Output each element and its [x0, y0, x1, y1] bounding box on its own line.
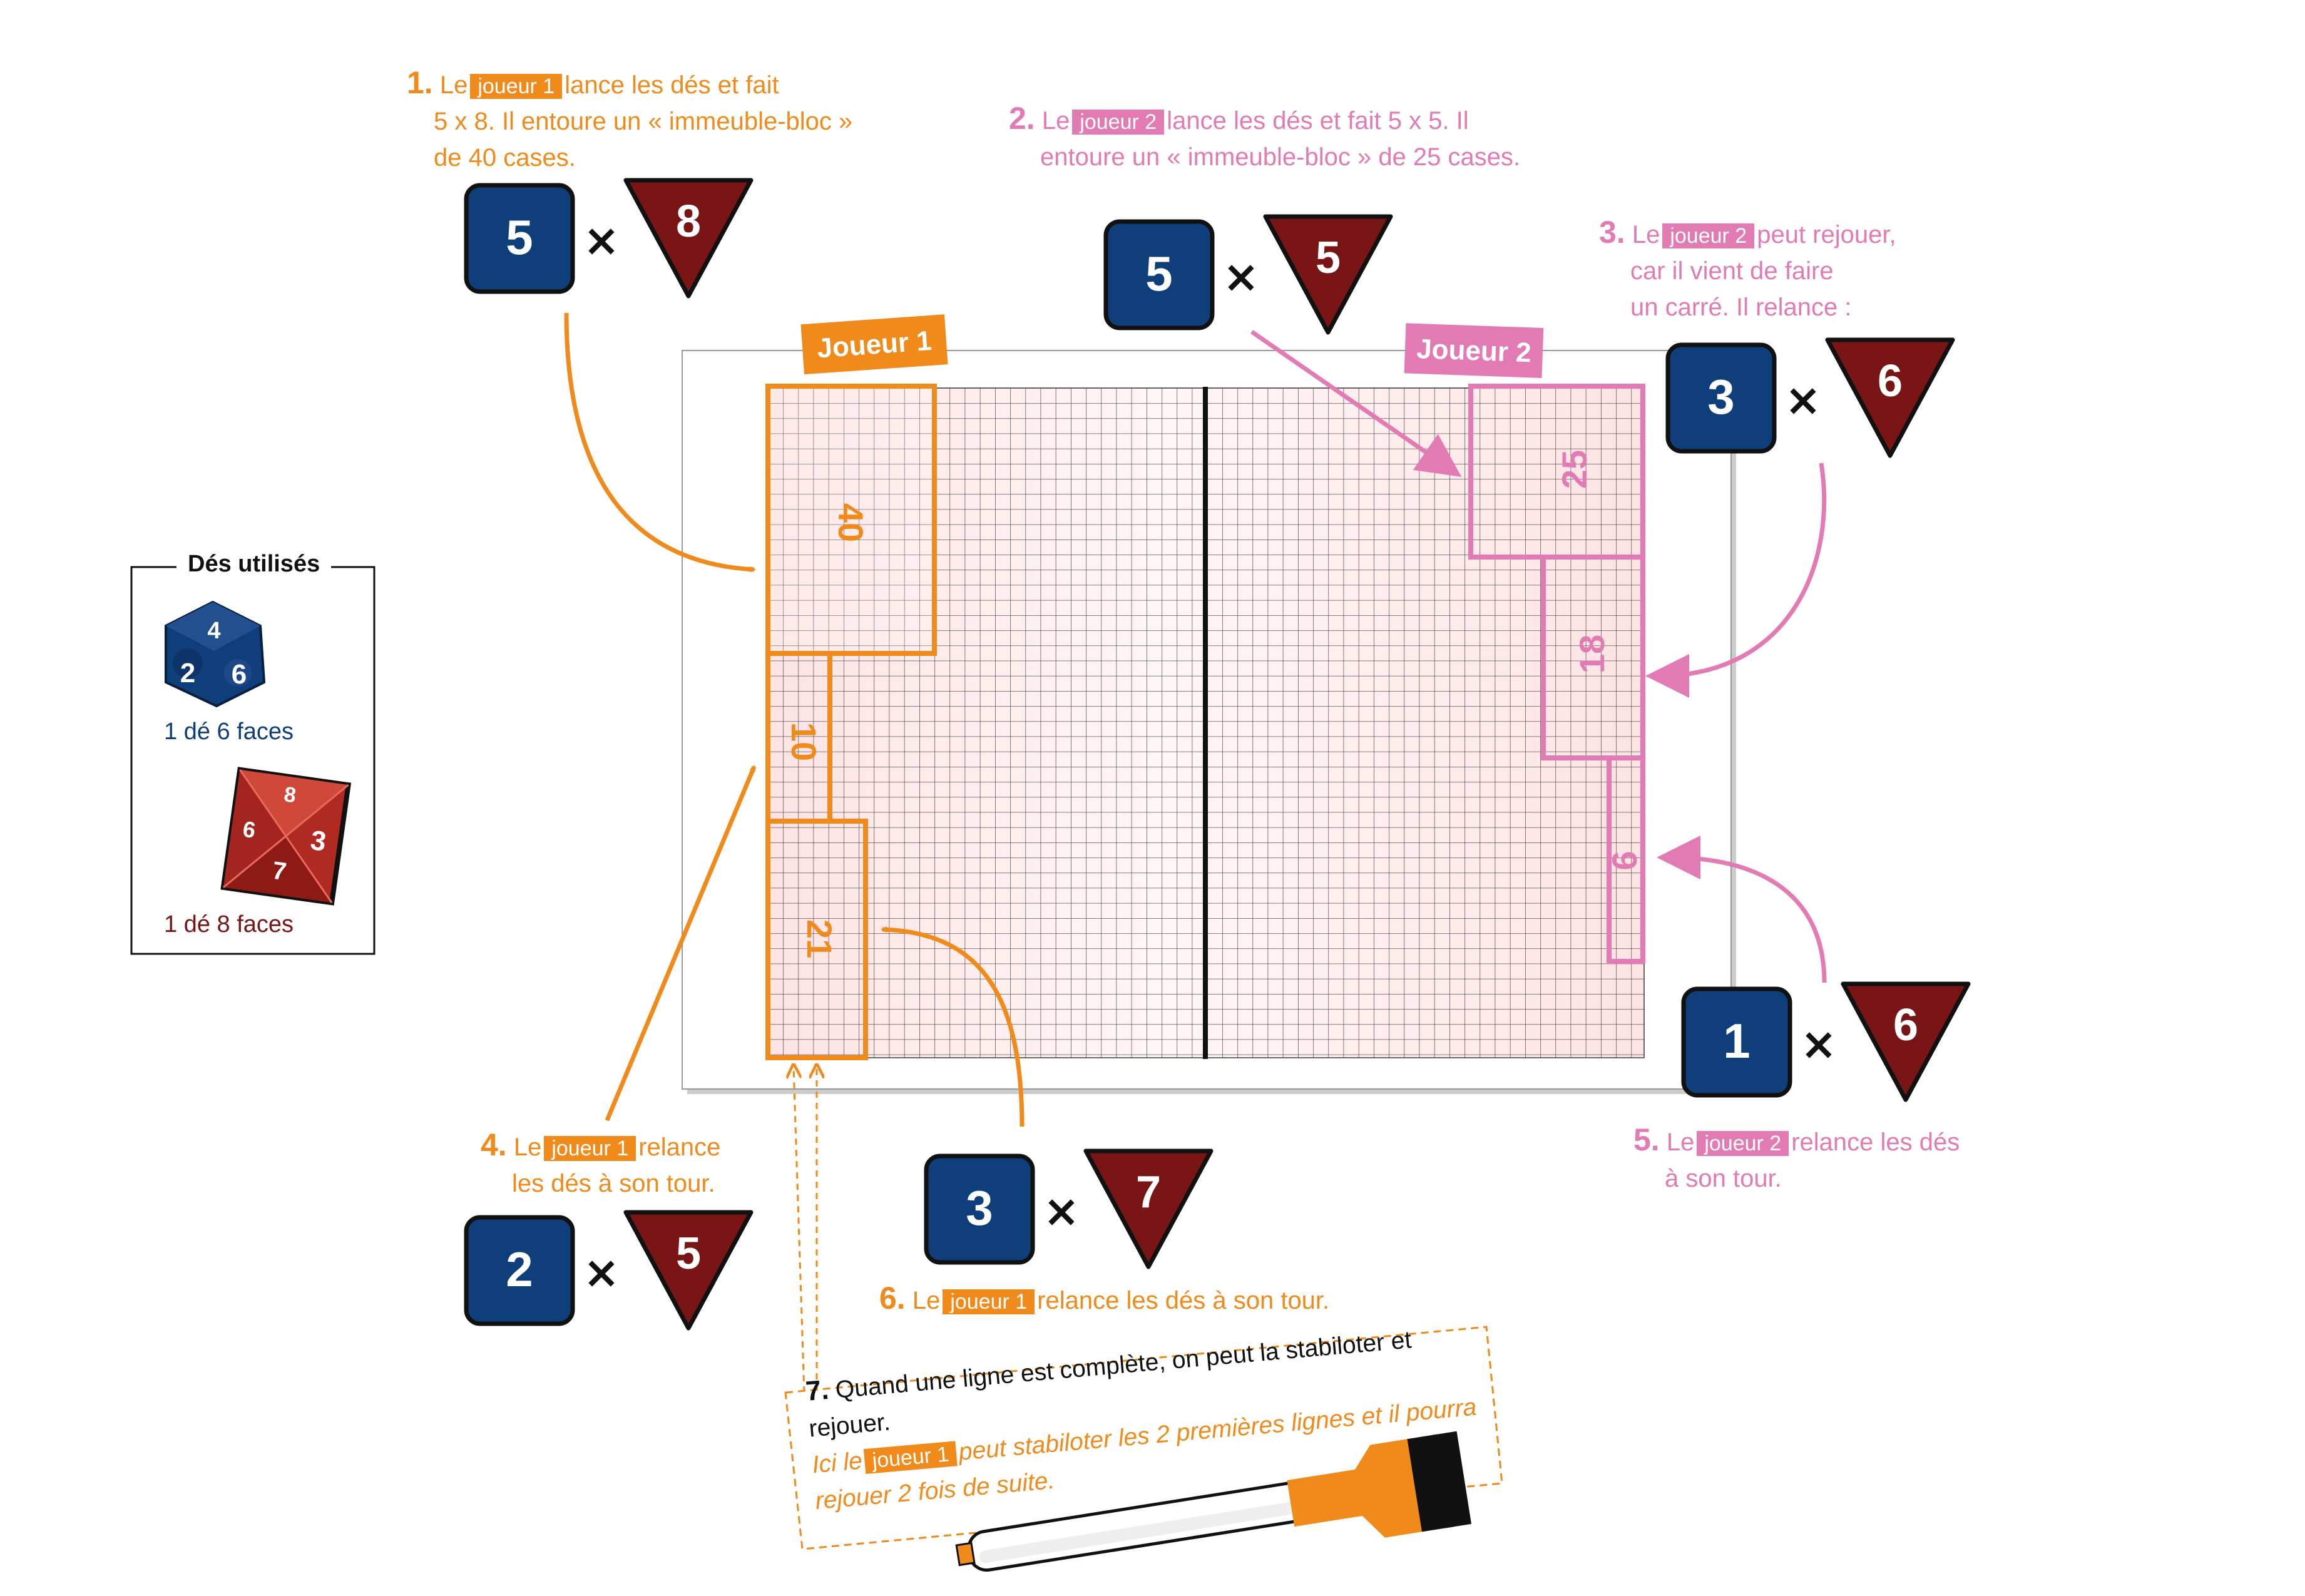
dice-pair-step6: 3 × 7 [924, 1148, 1214, 1269]
svg-text:Joueur 2: Joueur 2 [1416, 334, 1531, 368]
d8-die [1263, 214, 1393, 335]
d8-value: 7 [1136, 1167, 1161, 1217]
d8-die [623, 1210, 754, 1331]
arrow-step2 [1250, 330, 1462, 477]
times-sign: × [583, 215, 620, 266]
d6-value: 3 [966, 1180, 993, 1235]
marker-pen-icon [955, 1431, 1472, 1572]
d6-die [464, 1215, 575, 1326]
times-sign: × [583, 1247, 620, 1298]
block-p1-40 [765, 384, 937, 656]
d8-die [1841, 981, 1971, 1102]
arrow-step6 [881, 926, 1025, 1127]
d8-value: 8 [676, 197, 701, 247]
block-label-18: 18 [1572, 635, 1612, 673]
d6-value: 5 [506, 210, 533, 265]
d6-die [1103, 219, 1215, 330]
dice-pair-step2: 5 × 5 [1103, 214, 1393, 335]
d6-die [1665, 342, 1777, 454]
d6-value: 5 [1145, 246, 1172, 301]
dice-pair-step3: 3 × 6 [1665, 337, 1955, 458]
legend-title: Dés utilisés [176, 551, 332, 578]
player1-label: Joueur 1 [800, 314, 948, 375]
dice-pair-step5: 1 × 6 [1681, 981, 1971, 1102]
block-label-6: 6 [1605, 851, 1644, 870]
svg-text:2: 2 [180, 658, 195, 688]
d6-value: 3 [1707, 369, 1734, 424]
block-label-25: 25 [1555, 450, 1594, 489]
d8-die [1825, 337, 1955, 458]
svg-text:6: 6 [232, 659, 247, 690]
d8-value: 5 [676, 1229, 701, 1279]
legend-d8-caption: 1 dé 8 faces [164, 911, 294, 938]
d8-die [623, 178, 754, 299]
d6-value: 1 [1723, 1013, 1750, 1068]
svg-text:4: 4 [207, 618, 220, 644]
times-sign: × [1801, 1018, 1837, 1070]
block-label-21: 21 [800, 919, 839, 958]
block-label-40: 40 [831, 503, 871, 542]
legend-d6-caption: 1 dé 6 faces [164, 719, 294, 745]
block-p2-6 [1607, 755, 1645, 964]
arrow-step7a [794, 1067, 805, 1393]
arrow-step1 [564, 312, 756, 573]
block-p2-18 [1541, 555, 1645, 760]
dice-layer: 5 × 8 5 × 5 3 × 6 2 × 5 1 × 6 3 × 7 [464, 178, 1971, 1331]
d8-value: 6 [1893, 1000, 1918, 1050]
d6-icon: 4 2 6 [165, 600, 266, 708]
dice-pair-step1: 5 × 8 [464, 178, 754, 299]
arrow-step4 [605, 765, 757, 1122]
player-tag: joueur 2 [1072, 110, 1165, 135]
times-sign: × [1223, 251, 1260, 302]
d8-value: 6 [1878, 356, 1903, 406]
player-tag: joueur 1 [470, 74, 563, 99]
d6-value: 2 [506, 1242, 533, 1297]
player-tag: joueur 2 [1697, 1131, 1789, 1156]
times-sign: × [1043, 1185, 1080, 1237]
d6-die [464, 183, 575, 294]
player-tag: joueur 1 [544, 1136, 636, 1161]
dice-pair-step4: 2 × 5 [464, 1210, 754, 1331]
player-tag: joueur 2 [1662, 223, 1755, 248]
player-tag: joueur 1 [943, 1289, 1035, 1314]
d8-icon: 8 6 3 7 [220, 767, 352, 906]
block-p1-21 [765, 819, 868, 1060]
d6-die [1681, 986, 1792, 1098]
player2-label: Joueur 2 [1404, 323, 1544, 378]
d8-value: 5 [1316, 233, 1341, 283]
d8-die [1083, 1148, 1214, 1269]
block-label-10: 10 [784, 722, 824, 761]
arrow-step3 [1645, 463, 1827, 698]
times-sign: × [1785, 374, 1822, 426]
arrow-step5 [1657, 836, 1827, 983]
player-tag: joueur 1 [864, 1441, 958, 1475]
d6-die [924, 1154, 1035, 1265]
